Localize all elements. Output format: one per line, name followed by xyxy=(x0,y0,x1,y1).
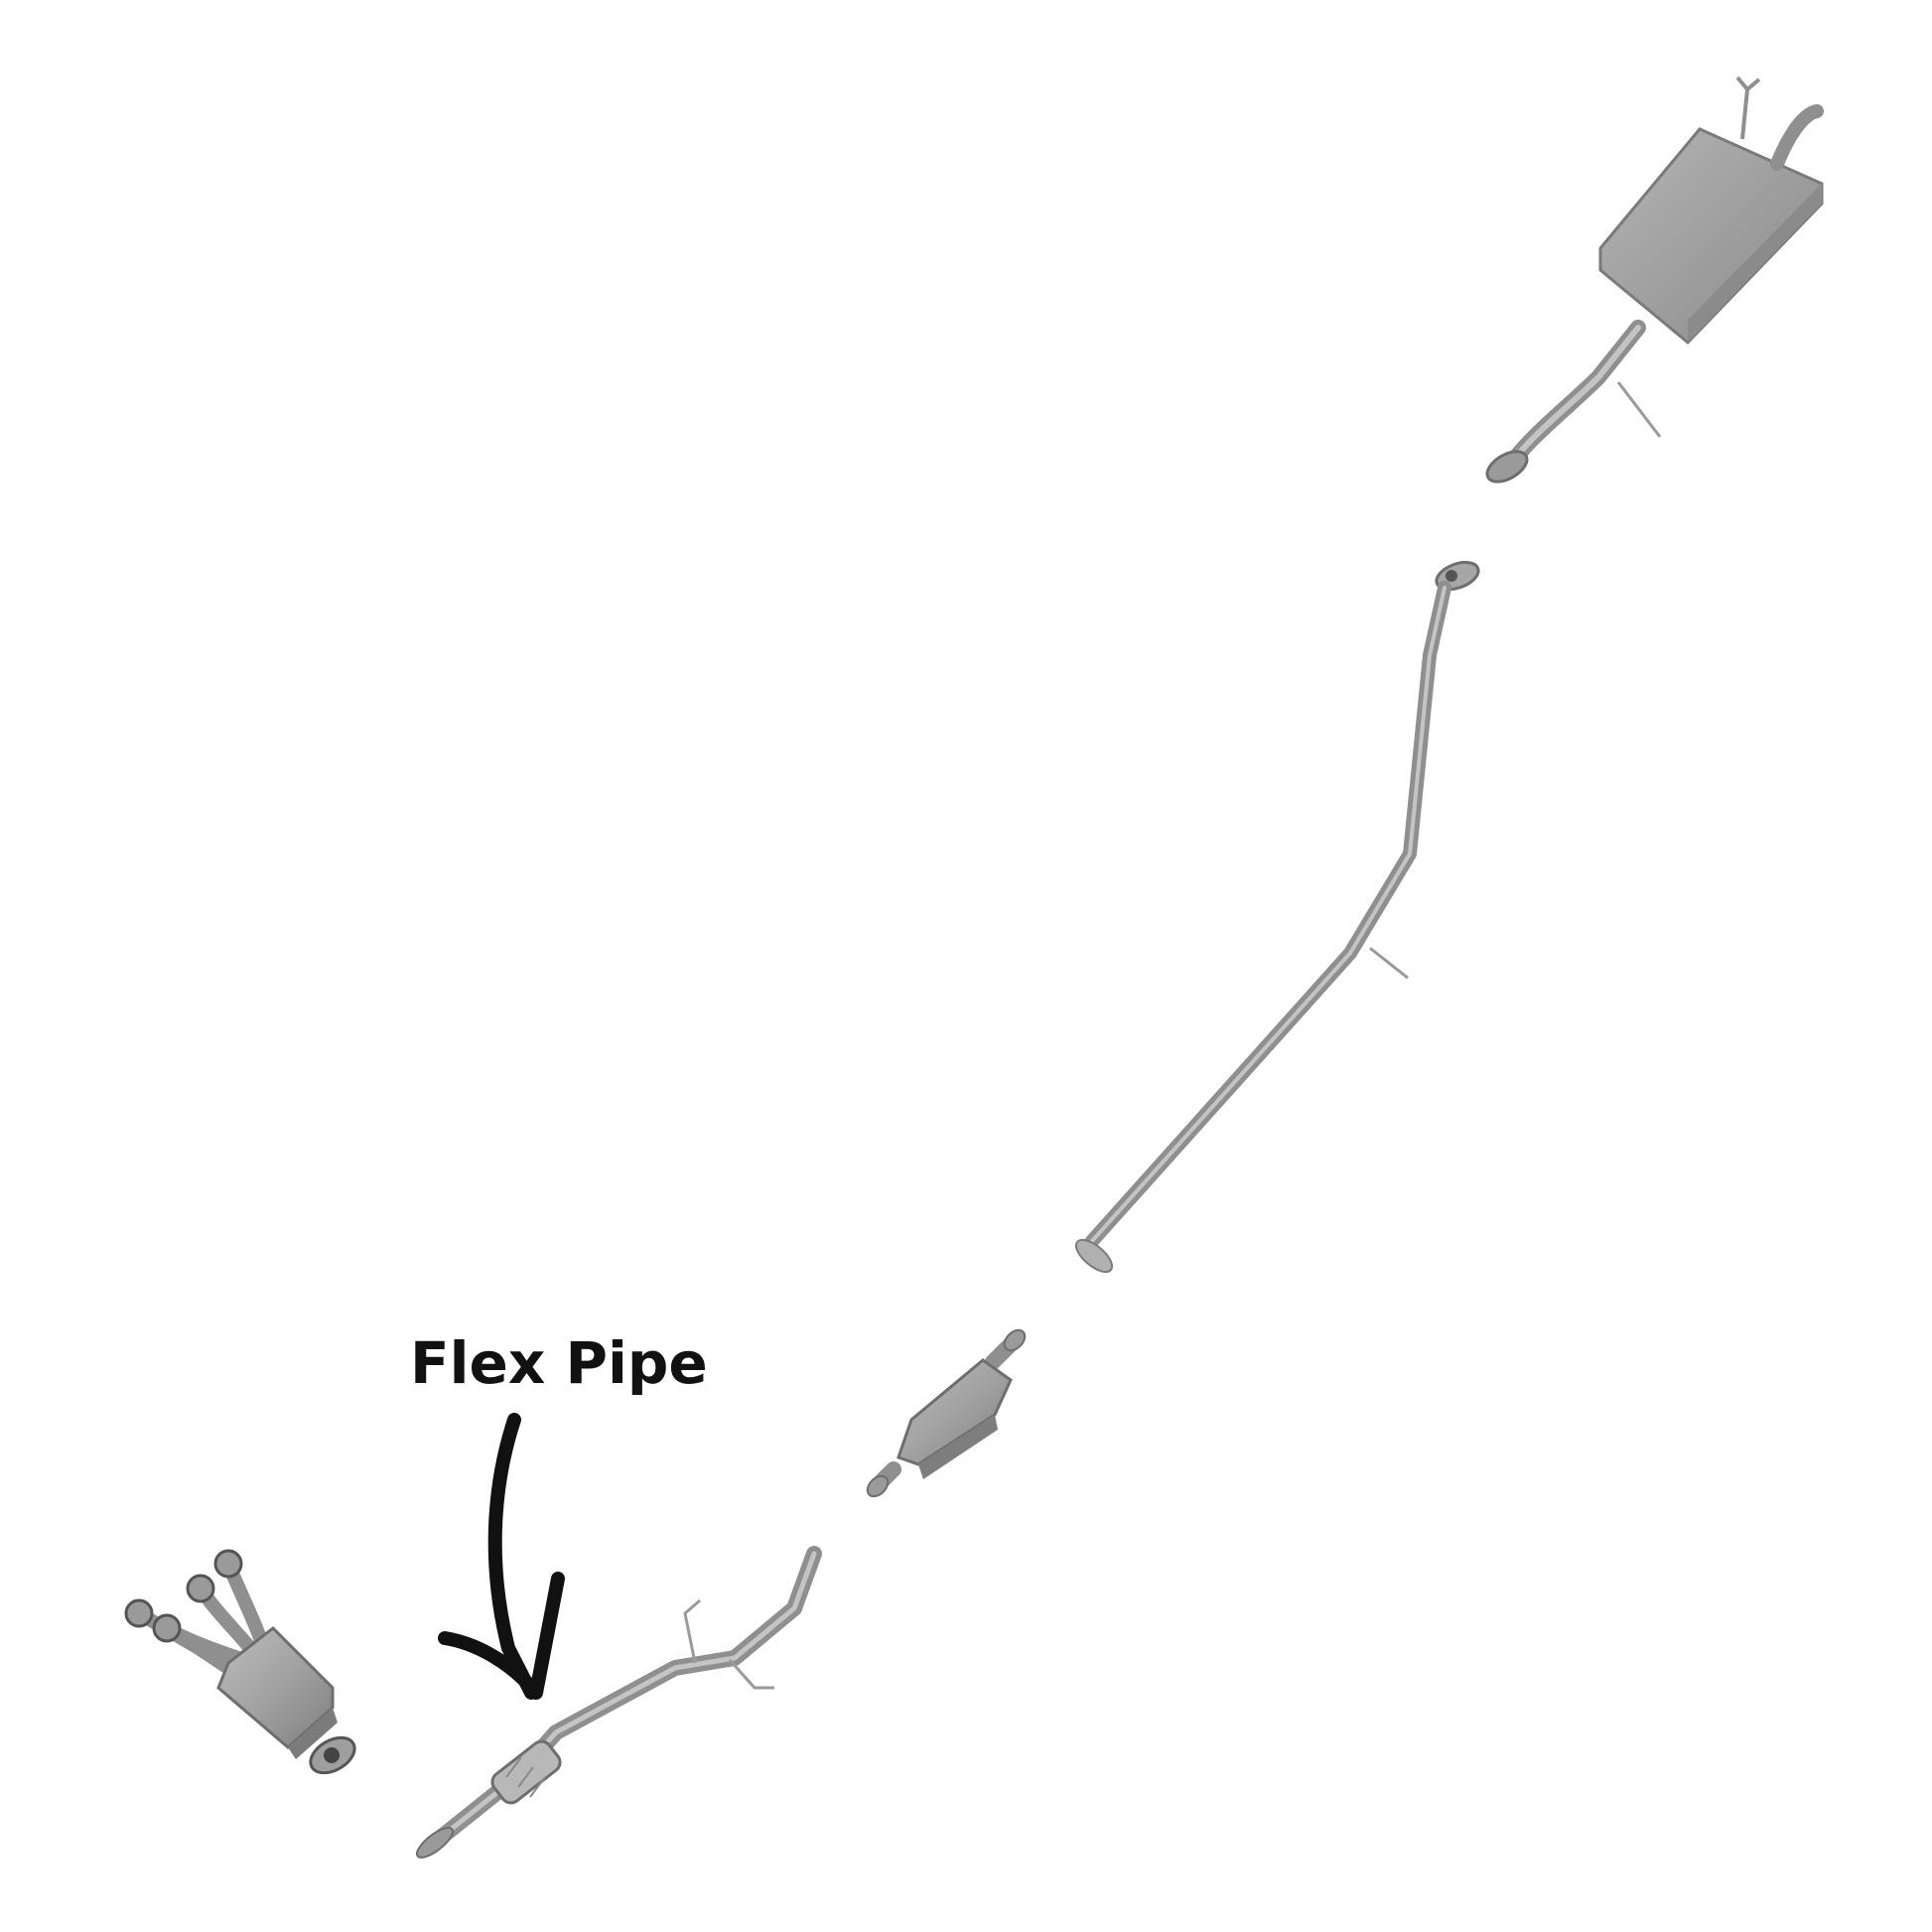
callout-arrow xyxy=(487,1413,538,1700)
flex-pipe-callout: Flex Pipe xyxy=(410,1329,708,1700)
exhaust-manifold-with-catalytic-converter xyxy=(124,1549,356,1775)
front-pipe-with-flex-pipe xyxy=(415,1546,822,1859)
catalytic-converter xyxy=(866,1328,1027,1498)
muffler-with-tailpipe xyxy=(1485,75,1824,483)
callout-arrowhead xyxy=(438,1572,565,1700)
flex-pipe-label: Flex Pipe xyxy=(410,1329,708,1397)
flex-pipe-section xyxy=(490,1739,562,1805)
intermediate-pipe xyxy=(1074,560,1480,1274)
